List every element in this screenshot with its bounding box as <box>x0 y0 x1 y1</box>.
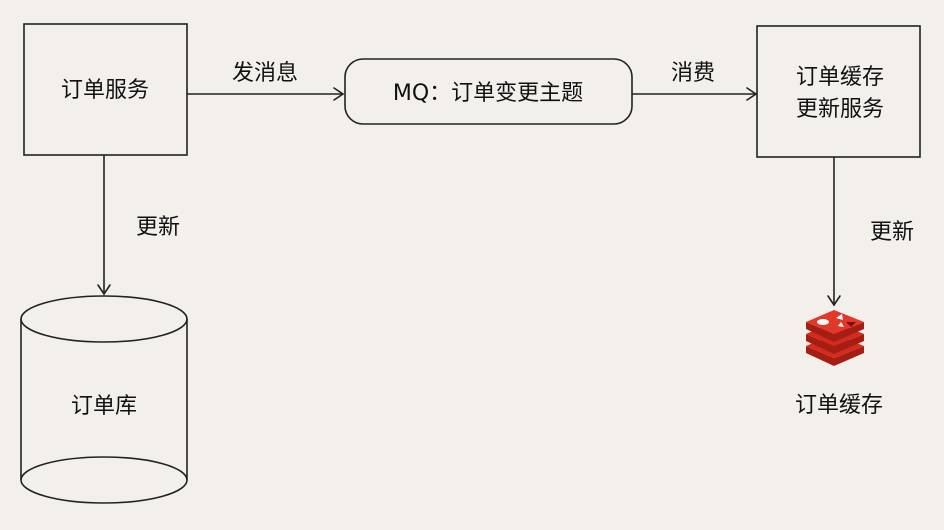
send-message-edge: 发消息 <box>187 61 345 101</box>
mq-topic-node: MQ：订单变更主题 <box>344 58 633 125</box>
order-db-label: 订单库 <box>71 394 137 419</box>
cache-update-service-box <box>756 25 921 158</box>
update-cache-edge: 更新 <box>827 157 914 307</box>
database-cylinder-icon <box>20 295 188 504</box>
update-db-edge: 更新 <box>97 155 180 296</box>
order-db-node: 订单库 <box>20 295 188 504</box>
update-db-label: 更新 <box>136 215 180 240</box>
send-message-label: 发消息 <box>232 61 298 86</box>
cache-update-service-label-line1: 订单缓存 <box>796 65 884 90</box>
order-service-label: 订单服务 <box>61 78 149 103</box>
update-cache-arrowhead <box>827 295 841 307</box>
mq-topic-label: MQ：订单变更主题 <box>393 81 583 106</box>
update-cache-label: 更新 <box>870 220 914 245</box>
order-cache-label: 订单缓存 <box>795 393 883 418</box>
mq-topic-box <box>344 58 633 125</box>
consume-edge: 消费 <box>632 61 758 101</box>
redis-icon <box>806 310 864 366</box>
order-service-box <box>23 23 188 156</box>
cache-update-service-node: 订单缓存 更新服务 <box>756 25 921 158</box>
cache-update-service-label-line2: 更新服务 <box>796 97 884 122</box>
consume-label: 消费 <box>671 61 715 86</box>
db-bottom-ellipse <box>20 456 188 504</box>
update-db-arrowhead <box>97 284 111 296</box>
send-message-arrowhead <box>333 87 345 101</box>
db-top-ellipse <box>20 295 188 343</box>
order-service-node: 订单服务 <box>23 23 188 156</box>
consume-arrowhead <box>746 87 758 101</box>
